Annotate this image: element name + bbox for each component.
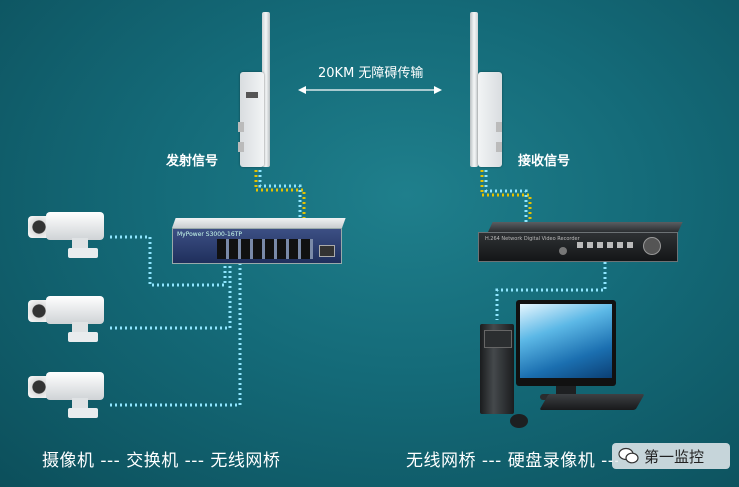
- pc-monitor: [516, 300, 616, 386]
- left-caption: 摄像机 --- 交换机 --- 无线网桥: [42, 451, 281, 471]
- nvr-brand: H.264 Network Digital Video Recorder: [485, 236, 580, 242]
- right-caption: 无线网桥 --- 硬盘录像机 --- 监控电脑: [406, 451, 618, 471]
- watermark-text: 第一监控: [644, 448, 705, 466]
- sender-wireless-bridge: [236, 12, 276, 167]
- pc-keyboard: [539, 394, 645, 410]
- monitoring-computer: [480, 296, 660, 436]
- watermark: 第一监控: [612, 443, 730, 469]
- transmission-text: 20KM 无障碍传输: [318, 66, 424, 81]
- camera-2: [28, 296, 108, 346]
- pc-tower: [480, 324, 514, 414]
- network-switch: MyPower S3000-16TP: [172, 218, 346, 266]
- receiver-wireless-bridge: [466, 12, 506, 167]
- wechat-icon: [618, 447, 640, 465]
- switch-brand: MyPower S3000-16TP: [177, 231, 242, 238]
- hard-disk-recorder: H.264 Network Digital Video Recorder: [478, 222, 683, 264]
- sender-bridge-link: [254, 165, 306, 220]
- nvr-pc-link: [495, 262, 607, 320]
- camera-3: [28, 372, 108, 422]
- receiver-bridge-link: [480, 165, 532, 225]
- camera-links: [110, 235, 242, 407]
- sender-label: 发射信号: [166, 154, 219, 169]
- transmission-arrow: [298, 86, 442, 94]
- receiver-label: 接收信号: [518, 154, 571, 169]
- camera-1: [28, 212, 108, 262]
- pc-mouse: [510, 414, 528, 428]
